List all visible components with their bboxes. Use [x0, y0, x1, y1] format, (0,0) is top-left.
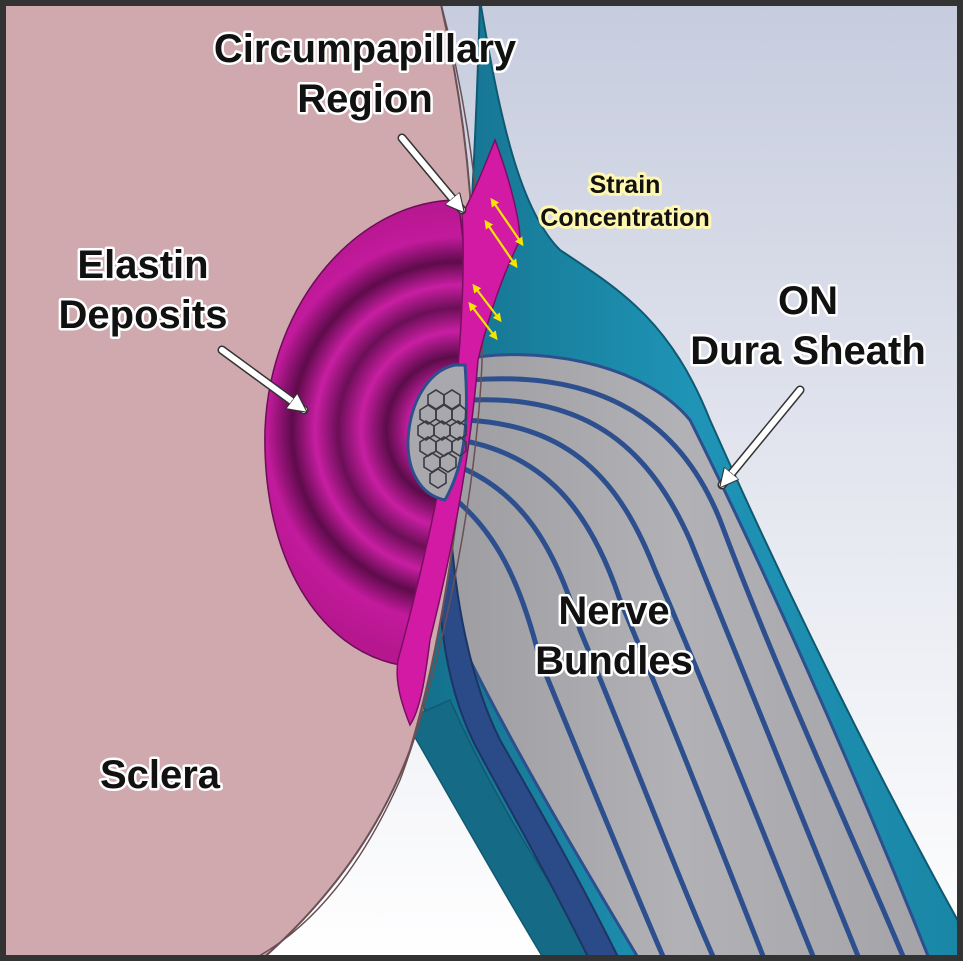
- label-on-line1: ON: [778, 279, 838, 323]
- label-circumpapillary-line1: Circumpapillary: [214, 27, 517, 71]
- label-strain-line1: Strain: [590, 171, 661, 199]
- label-nerve-line2: Bundles: [535, 639, 693, 683]
- label-circumpapillary-line2: Region: [297, 77, 433, 121]
- label-elastin-line1: Elastin: [77, 243, 208, 287]
- label-elastin-line2: Deposits: [59, 293, 228, 337]
- label-sclera: Sclera: [100, 753, 221, 797]
- label-nerve-line1: Nerve: [558, 589, 669, 633]
- label-strain-line2: Concentration: [540, 204, 709, 232]
- label-on-line2: Dura Sheath: [690, 329, 926, 373]
